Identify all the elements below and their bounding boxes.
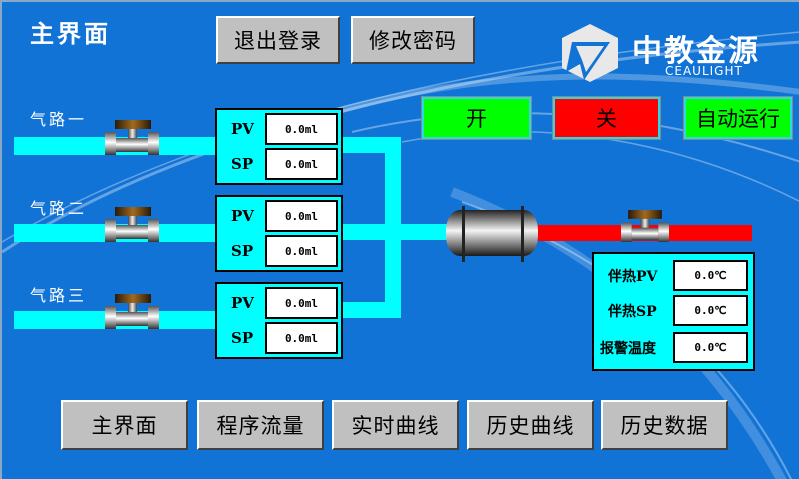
heating-sp-label: 伴热SP — [608, 304, 657, 320]
outlet-valve-icon[interactable] — [621, 208, 669, 244]
nav-realtime-curve[interactable]: 实时曲线 — [332, 400, 459, 450]
gas-line-3-pv-value: 0.0ml — [265, 287, 338, 319]
heating-sp-value[interactable]: 0.0℃ — [673, 295, 748, 326]
logo-name-en: CEAULIGHT — [665, 64, 743, 78]
manifold-bottom-pipe — [342, 302, 401, 318]
company-logo: 中教金源 CEAULIGHT — [558, 22, 788, 84]
valve-1-icon[interactable] — [105, 120, 159, 156]
pv-label: PV — [231, 120, 254, 138]
gas-line-3-sp-value[interactable]: 0.0ml — [265, 322, 338, 354]
manifold-middle-pipe — [342, 224, 452, 240]
alarm-temperature-label: 报警温度 — [600, 341, 656, 357]
on-button[interactable]: 开 — [421, 96, 532, 140]
off-button[interactable]: 关 — [552, 96, 661, 140]
nav-history-data[interactable]: 历史数据 — [601, 400, 728, 450]
auto-run-button[interactable]: 自动运行 — [683, 96, 793, 140]
gas-line-2-pv-value: 0.0ml — [265, 200, 338, 232]
gas-line-3-panel: PV 0.0ml SP 0.0ml — [215, 282, 343, 359]
logo-name-cn: 中教金源 — [632, 34, 760, 69]
pv-label: PV — [231, 207, 254, 225]
gas-line-1-label: 气路一 — [30, 110, 88, 129]
nav-main-screen[interactable]: 主界面 — [61, 400, 188, 450]
gas-line-2-sp-value[interactable]: 0.0ml — [265, 235, 338, 267]
heating-pv-value: 0.0℃ — [673, 260, 748, 291]
change-password-button[interactable]: 修改密码 — [351, 16, 475, 64]
gas-line-1-panel: PV 0.0ml SP 0.0ml — [215, 108, 343, 185]
gas-line-1-sp-value[interactable]: 0.0ml — [265, 148, 338, 180]
mixing-tank-icon — [446, 206, 538, 262]
heating-panel: 伴热PV 0.0℃ 伴热SP 0.0℃ 报警温度 0.0℃ — [592, 252, 755, 371]
gas-line-2-label: 气路二 — [30, 199, 88, 218]
gas-line-3-label: 气路三 — [30, 286, 88, 305]
logout-button[interactable]: 退出登录 — [216, 16, 340, 64]
sp-label: SP — [231, 329, 254, 347]
valve-3-icon[interactable] — [105, 294, 159, 330]
sp-label: SP — [231, 155, 254, 173]
alarm-temperature-value[interactable]: 0.0℃ — [673, 332, 748, 363]
heating-pv-label: 伴热PV — [608, 269, 658, 285]
nav-history-curve[interactable]: 历史曲线 — [467, 400, 594, 450]
logo-mark-icon — [562, 24, 618, 82]
sp-label: SP — [231, 242, 254, 260]
nav-program-flow[interactable]: 程序流量 — [197, 400, 324, 450]
pv-label: PV — [231, 294, 254, 312]
valve-2-icon[interactable] — [105, 207, 159, 243]
gas-line-1-pv-value: 0.0ml — [265, 113, 338, 145]
gas-line-2-panel: PV 0.0ml SP 0.0ml — [215, 195, 343, 272]
page-title: 主界面 — [30, 19, 111, 48]
